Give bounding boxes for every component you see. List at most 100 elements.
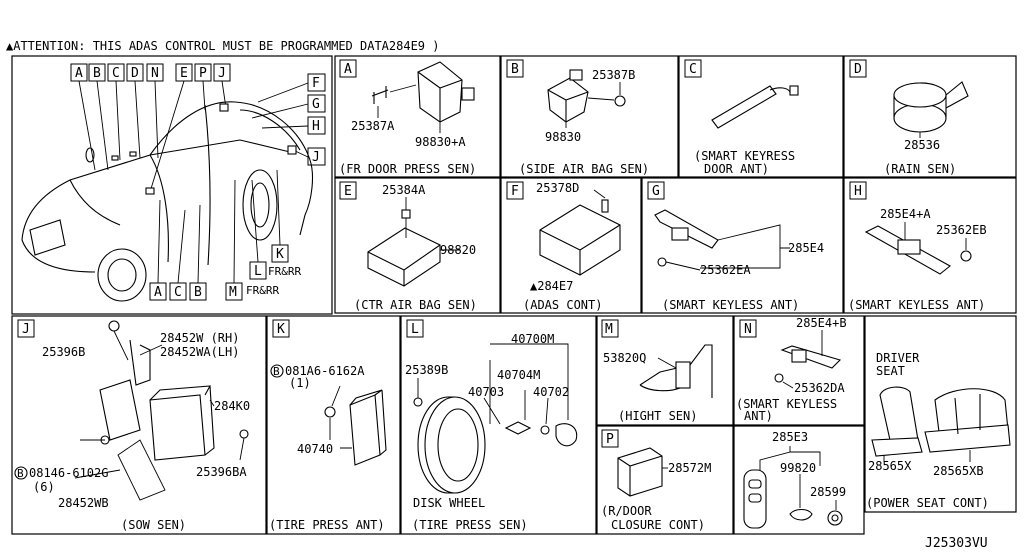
fr-door-press-sensor-illustration xyxy=(371,61,475,133)
seat-label: SEAT xyxy=(876,364,905,378)
tire-press-sensor-illustration xyxy=(483,343,578,447)
driver-label: DRIVER xyxy=(876,351,920,365)
part-98820: 98820 xyxy=(440,243,476,257)
panel-c-caption-1: (SMART KEYRESS xyxy=(694,149,795,163)
panel-f: F 25378D ▲284E7 (ADAS CONT) xyxy=(500,177,642,314)
part-28565xb: 28565XB xyxy=(933,464,984,478)
panel-e: E 25384A 98820 (CTR AIR BAG SEN) xyxy=(334,177,501,314)
part-284k0: 284K0 xyxy=(214,399,250,413)
panel-h-caption: (SMART KEYLESS ANT) xyxy=(848,298,985,312)
panel-a-caption: (FR DOOR PRESS SEN) xyxy=(339,162,476,176)
panel-l-caption: (TIRE PRESS SEN) xyxy=(412,518,528,532)
overview-letter-k: K xyxy=(276,247,284,262)
panel-k-letter: K xyxy=(277,322,285,337)
panel-b-caption: (SIDE AIR BAG SEN) xyxy=(519,162,649,176)
overview-letter-e: E xyxy=(180,66,188,81)
overview-bottom-letters: A C B M L FR&RR K FR&RR xyxy=(149,244,301,301)
panel-c: C (SMART KEYRESS DOOR ANT) xyxy=(678,55,844,178)
part-285e4: 285E4 xyxy=(788,241,824,255)
qty-6: (6) xyxy=(33,480,55,494)
panel-g-letter: G xyxy=(652,184,660,199)
smart-keyless-antenna-n-illustration xyxy=(774,330,842,389)
panel-m-caption: (HIGHT SEN) xyxy=(618,409,697,423)
part-98830a: 98830+A xyxy=(415,135,466,149)
overview-letter-g: G xyxy=(312,97,320,112)
diagram-code: J25303VU xyxy=(925,536,988,551)
part-28599: 28599 xyxy=(810,485,846,499)
overview-frame xyxy=(11,55,333,315)
panel-f-letter: F xyxy=(511,184,519,199)
overview-frrr-k: FR&RR xyxy=(268,265,301,278)
car-illustration xyxy=(21,80,314,302)
part-40740: 40740 xyxy=(297,442,333,456)
part-284e7: ▲284E7 xyxy=(530,279,573,293)
part-25362eb: 25362EB xyxy=(936,223,987,237)
ctr-air-bag-sensor-illustration xyxy=(367,197,460,287)
part-28536: 28536 xyxy=(904,138,940,152)
panel-n-caption-2: ANT) xyxy=(744,409,773,423)
panel-g-caption: (SMART KEYLESS ANT) xyxy=(662,298,799,312)
part-40704m: 40704M xyxy=(497,368,540,382)
bolt-symbol-k: B xyxy=(273,365,280,378)
panel-c-caption-2: DOOR ANT) xyxy=(704,162,769,176)
part-285e3: 285E3 xyxy=(772,430,808,444)
panel-a: A 25387A 98830+A (FR DOOR PRESS SEN) xyxy=(334,55,501,178)
overview-letter-f: F xyxy=(312,76,320,91)
sow-sensor-illustration xyxy=(74,320,249,501)
disk-wheel-illustration xyxy=(413,378,486,494)
panel-l: L 25389B 40700M 40704M 40703 40702 DISK … xyxy=(400,315,597,535)
overview-letter-p: P xyxy=(199,66,207,81)
part-28572m: 28572M xyxy=(668,461,711,475)
panel-m: M 53820Q (HIGHT SEN) xyxy=(596,315,734,426)
panel-e-letter: E xyxy=(344,184,352,199)
overview-letter-l: L xyxy=(254,264,262,279)
overview-right-letters: F G H J xyxy=(307,73,326,166)
part-99820: 99820 xyxy=(780,461,816,475)
tire-press-antenna-illustration xyxy=(324,385,387,466)
rain-sensor-illustration xyxy=(893,81,969,138)
part-40702: 40702 xyxy=(533,385,569,399)
panel-h: H 285E4+A 25362EB (SMART KEYLESS ANT) xyxy=(843,177,1017,314)
panel-key-fob: 285E3 99820 28599 xyxy=(733,425,865,535)
attention-note: ▲ATTENTION: THIS ADAS CONTROL MUST BE PR… xyxy=(6,39,439,53)
part-98830: 98830 xyxy=(545,130,581,144)
overview-letter-b2: B xyxy=(194,285,202,300)
power-seat-illustration xyxy=(871,386,1011,462)
overview-panel: A B C D N E P J F G H J A C B M L FR&RR … xyxy=(11,55,333,315)
smart-keyless-antenna-g-illustration xyxy=(654,209,790,271)
panel-l-letter: L xyxy=(411,322,419,337)
overview-letter-j2: J xyxy=(312,150,320,165)
panel-p-caption-1: (R/DOOR xyxy=(601,504,652,518)
part-40703: 40703 xyxy=(468,385,504,399)
part-28452wb: 28452WB xyxy=(58,496,109,510)
overview-letter-j: J xyxy=(218,66,226,81)
intelligent-key-illustration xyxy=(743,446,843,529)
panel-m-letter: M xyxy=(605,322,613,337)
panel-j-caption: (SOW SEN) xyxy=(121,518,186,532)
part-53820q: 53820Q xyxy=(603,351,646,365)
part-25389b: 25389B xyxy=(405,363,448,377)
overview-letter-a2: A xyxy=(154,285,162,300)
overview-letter-n: N xyxy=(151,66,159,81)
panel-d-letter: D xyxy=(854,62,862,77)
height-sensor-illustration xyxy=(639,344,713,398)
smart-keyless-door-antenna-illustration xyxy=(711,85,799,129)
part-25384a: 25384A xyxy=(382,183,426,197)
panel-p-caption-2: CLOSURE CONT) xyxy=(611,518,705,532)
overview-letter-d: D xyxy=(131,66,139,81)
part-40700m: 40700M xyxy=(511,332,554,346)
panel-f-caption: (ADAS CONT) xyxy=(523,298,602,312)
panel-g: G 285E4 25362EA (SMART KEYLESS ANT) xyxy=(641,177,844,314)
qty-1: (1) xyxy=(289,376,311,390)
overview-letter-m: M xyxy=(229,285,237,300)
overview-frrr-l: FR&RR xyxy=(246,284,279,297)
part-28452w-rh: 28452W (RH) xyxy=(160,331,239,345)
part-25362da: 25362DA xyxy=(794,381,845,395)
panel-d-caption: (RAIN SEN) xyxy=(884,162,956,176)
part-25362ea: 25362EA xyxy=(700,263,751,277)
panel-k-caption: (TIRE PRESS ANT) xyxy=(269,518,385,532)
part-25378d: 25378D xyxy=(536,181,579,195)
part-25387a: 25387A xyxy=(351,119,395,133)
side-air-bag-sensor-illustration xyxy=(547,69,626,128)
panel-n-caption-1: (SMART KEYLESS xyxy=(736,397,837,411)
